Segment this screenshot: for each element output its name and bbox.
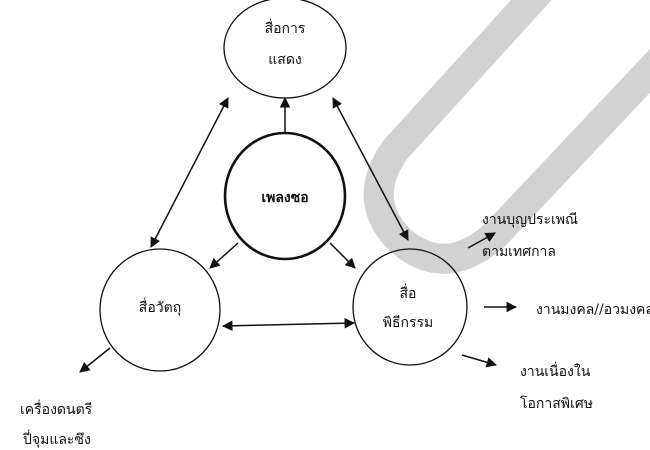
- center-label: เพลงซอ: [261, 190, 308, 206]
- special-label-1: งานเนื่องใน: [520, 362, 591, 380]
- object-label: สื่อวัตถุ: [139, 298, 181, 316]
- performance-label-1: สื่อการ: [265, 19, 306, 37]
- arrow-object-ritual: [221, 317, 356, 332]
- arrow-center-ritual: [329, 242, 356, 269]
- arrow-ritual-special: [461, 354, 498, 368]
- festival-label-1: งานบุญประเพณี: [482, 212, 578, 228]
- node-performance: [223, 0, 347, 99]
- arrow-object-performance: [150, 97, 229, 248]
- instruments-label-2: ปี่จุมและซึง: [23, 430, 91, 448]
- auspicious-label: งานมงคล//อวมงคล: [536, 302, 650, 318]
- instruments-label-1: เครื่องดนตรี: [20, 400, 93, 418]
- arrow-ritual-festival: [467, 232, 496, 249]
- festival-label-2: ตามเทศกาล: [482, 244, 556, 260]
- arrow-center-object: [209, 242, 239, 269]
- special-label-2: โอกาสพิเศษ: [520, 395, 593, 412]
- node-object: [99, 248, 221, 372]
- ritual-label-2: พิธีกรรม: [383, 315, 434, 331]
- ritual-label-1: สื่อ: [400, 284, 417, 302]
- arrow-object-instruments: [79, 347, 111, 373]
- node-ritual: [352, 248, 468, 366]
- performance-label-2: แสดง: [268, 52, 302, 68]
- arrow-ritual-performance: [332, 97, 409, 241]
